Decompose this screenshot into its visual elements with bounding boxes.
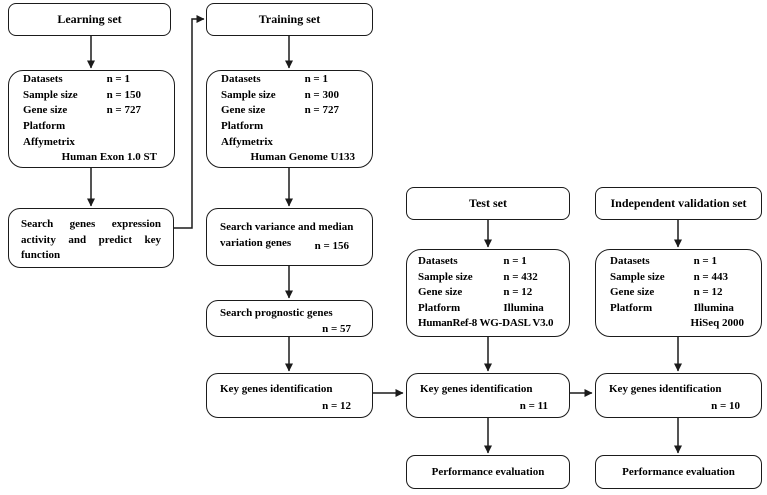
detail-label: Datasets [610,255,650,268]
step-count: n = 156 [314,239,349,252]
learning-set-header: Learning set [8,3,171,36]
test-details-box: Datasets n = 1 Sample size n = 432 Gene … [406,249,570,337]
performance-label: Performance evaluation [431,466,545,478]
detail-label: Gene size [23,104,68,117]
detail-row: Sample size n = 300 [221,88,358,104]
detail-value: n = 300 [304,88,339,101]
detail-row: Platform Illumina [610,301,747,317]
detail-row: Affymetrix [23,135,160,151]
detail-value: n = 443 [693,270,728,283]
platform-name: Human Genome U133 [250,151,356,164]
validation-set-header: Independent validation set [595,187,762,220]
platform-name: HumanRef-8 WG-DASL V3.0 [418,317,554,330]
detail-label: Platform [221,120,264,132]
detail-row: Sample size n = 432 [418,270,558,286]
detail-label: Affymetrix [221,135,273,148]
step-label: Search prognostic genes [220,307,333,319]
training-set-header: Training set [206,3,373,36]
detail-row: Platform Illumina [418,301,558,317]
detail-value: n = 432 [503,270,538,283]
detail-row: Datasets n = 1 [23,72,160,88]
learning-set-title: Learning set [57,12,122,26]
detail-value: n = 727 [304,104,339,117]
platform-name: Human Exon 1.0 ST [61,151,157,164]
step-count: n = 57 [322,323,351,335]
detail-label: Sample size [418,270,473,283]
detail-value: n = 12 [503,286,533,299]
detail-label: Sample size [23,88,78,101]
detail-label: Sample size [221,88,276,101]
performance-box-validation: Performance evaluation [595,455,762,489]
detail-value: n = 1 [693,255,717,268]
key-genes-label: Key genes identification [220,383,333,395]
process-text: Search genes expression activity and pre… [21,218,161,261]
detail-value: n = 12 [693,286,723,299]
search-genes-process-box: Search genes expression activity and pre… [8,208,174,268]
detail-value: n = 150 [106,88,141,101]
platform-name: HiSeq 2000 [690,317,744,330]
detail-label: Datasets [418,255,458,268]
detail-value: n = 727 [106,104,141,117]
detail-row: Datasets n = 1 [221,72,358,88]
step-label: Search variance and median variation gen… [220,221,354,249]
detail-row: Sample size n = 443 [610,270,747,286]
learning-details-box: Datasets n = 1 Sample size n = 150 Gene … [8,70,175,168]
detail-row: Gene size n = 727 [23,103,160,119]
detail-row: Affymetrix [221,135,358,151]
detail-row: Datasets n = 1 [610,254,747,270]
detail-row: Gene size n = 727 [221,103,358,119]
detail-row: Gene size n = 12 [610,285,747,301]
detail-row: Platform [23,119,160,135]
detail-value: Illumina [693,301,734,314]
key-genes-box-validation: Key genes identification n = 10 [595,373,762,418]
key-genes-box-training: Key genes identification n = 12 [206,373,373,418]
validation-details-box: Datasets n = 1 Sample size n = 443 Gene … [595,249,762,337]
detail-row: Gene size n = 12 [418,285,558,301]
detail-label: Platform [610,301,653,314]
detail-value: n = 1 [106,73,130,86]
validation-set-title: Independent validation set [610,196,747,210]
variance-step-box: Search variance and median variation gen… [206,208,373,266]
detail-row: Datasets n = 1 [418,254,558,270]
detail-label: Datasets [221,73,261,86]
performance-box-test: Performance evaluation [406,455,570,489]
detail-label: Gene size [221,104,266,117]
detail-value: n = 1 [503,255,527,268]
test-set-header: Test set [406,187,570,220]
performance-label: Performance evaluation [622,466,735,478]
key-genes-label: Key genes identification [609,383,722,395]
detail-row: Sample size n = 150 [23,88,160,104]
training-details-box: Datasets n = 1 Sample size n = 300 Gene … [206,70,373,168]
key-genes-count: n = 11 [519,399,548,412]
detail-label: Affymetrix [23,135,75,148]
prognostic-step-box: Search prognostic genes n = 57 [206,300,373,337]
detail-label: Gene size [418,286,463,299]
key-genes-count: n = 10 [711,399,740,412]
detail-row: Platform [221,119,358,135]
detail-value: Illumina [503,301,544,314]
test-set-title: Test set [469,196,507,210]
detail-label: Platform [418,301,461,314]
detail-value: n = 1 [304,73,328,86]
training-set-title: Training set [258,12,321,26]
detail-label: Platform [23,120,66,132]
key-genes-count: n = 12 [322,399,351,412]
key-genes-label: Key genes identification [420,383,533,395]
detail-label: Gene size [610,286,655,299]
detail-label: Sample size [610,270,665,283]
key-genes-box-test: Key genes identification n = 11 [406,373,570,418]
detail-label: Datasets [23,73,63,86]
